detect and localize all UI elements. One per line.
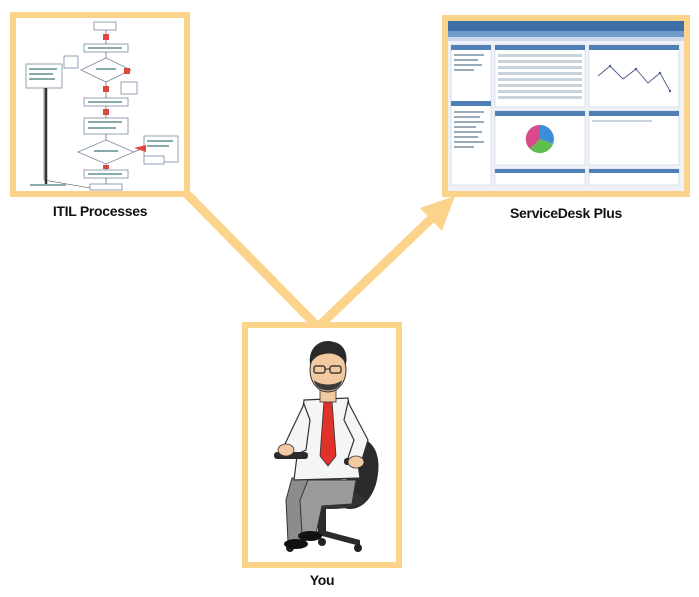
dashboard-screenshot-icon xyxy=(448,21,684,191)
itil-processes-label: ITIL Processes xyxy=(52,203,148,219)
servicedesk-plus-label: ServiceDesk Plus xyxy=(510,205,622,221)
flowchart-thumbnail-icon xyxy=(16,18,184,191)
seated-man-icon xyxy=(248,328,396,562)
you-label: You xyxy=(309,572,335,588)
arrow-you-to-itil xyxy=(174,181,322,331)
arrow-you-to-sdp xyxy=(314,214,436,331)
you-frame xyxy=(242,322,402,568)
arrow-head-sdp xyxy=(420,196,455,231)
servicedesk-plus-frame xyxy=(442,15,690,197)
itil-processes-frame xyxy=(10,12,190,197)
